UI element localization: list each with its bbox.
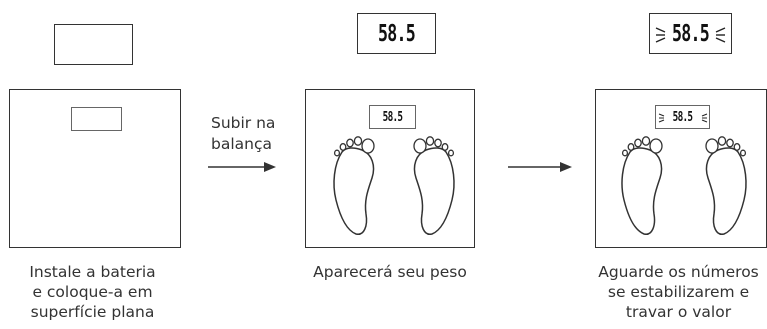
step1-caption-line-3: superfície plana: [30, 303, 155, 321]
right-foot-icon: [705, 136, 747, 235]
step3-scale: 58.5: [595, 89, 767, 248]
step3-enlarged-weight: 58.5: [671, 20, 710, 47]
step1-enlarged-display: [54, 24, 133, 65]
blink-marks-left-icon: [658, 113, 665, 123]
step3-scale-weight: 58.5: [672, 109, 693, 125]
blink-marks-right-icon: [715, 27, 726, 43]
step3-caption-line-1: Aguarde os números: [598, 263, 759, 281]
step3-caption-line-3: travar o valor: [625, 303, 732, 321]
step2-caption-line-1: Aparecerá seu peso: [313, 263, 467, 281]
step2-caption: Aparecerá seu peso: [300, 262, 480, 282]
transition-label-line-2: balança: [211, 135, 272, 153]
arrow-right-icon: [208, 162, 276, 172]
step2-scale: 58.5: [305, 89, 475, 248]
blink-marks-left-icon: [655, 27, 666, 43]
step3-enlarged-display: 58.5: [649, 13, 732, 54]
arrow-right-icon: [508, 162, 572, 172]
step2-scale-weight: 58.5: [382, 109, 403, 125]
step3-caption: Aguarde os números se estabilizarem e tr…: [590, 262, 767, 322]
transition-label-line-1: Subir na: [211, 114, 276, 132]
step3-caption-line-2: se estabilizarem e: [607, 283, 750, 301]
step1-caption: Instale a bateria e coloque-a em superfí…: [0, 262, 185, 322]
step2-scale-display: 58.5: [369, 105, 416, 129]
blink-marks-right-icon: [701, 113, 708, 123]
right-foot-icon: [413, 136, 455, 235]
step1-caption-line-1: Instale a bateria: [29, 263, 156, 281]
step1-scale: [9, 89, 181, 248]
step2-enlarged-display: 58.5: [357, 13, 436, 54]
left-foot-icon: [333, 136, 375, 235]
step1-caption-line-2: e coloque-a em: [32, 283, 153, 301]
left-foot-icon: [621, 136, 663, 235]
step3-scale-display: 58.5: [655, 105, 710, 129]
transition-label: Subir na balança: [211, 113, 291, 155]
step1-scale-display: [71, 107, 122, 131]
step2-enlarged-weight: 58.5: [377, 20, 416, 47]
